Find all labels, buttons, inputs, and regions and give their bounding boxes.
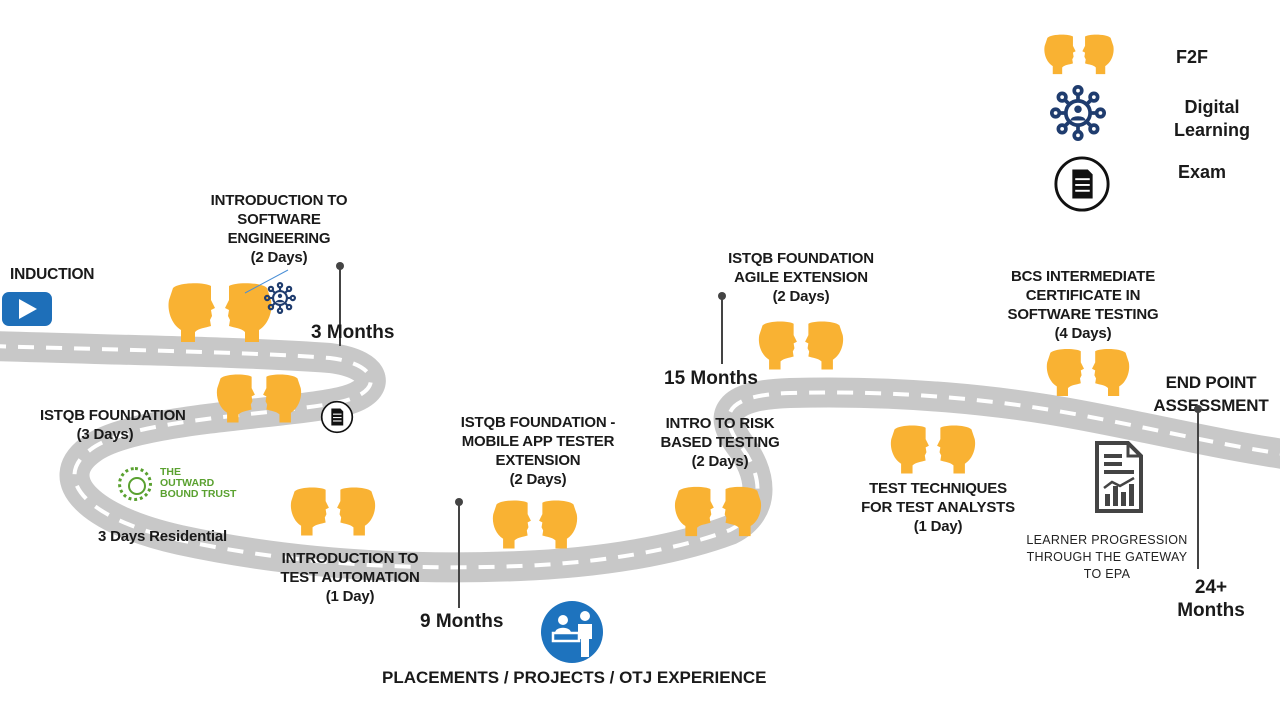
timeline-label-15-months: 15 Months [664, 368, 758, 389]
f2f-heads-icon [888, 423, 978, 475]
f2f-heads-icon [1042, 32, 1116, 76]
timeline-label-3-months: 3 Months [311, 322, 395, 343]
timeline-label-24-months: 24+ Months [1177, 577, 1245, 621]
f2f-heads-icon [672, 484, 764, 538]
report-document-icon [1095, 441, 1143, 513]
intro-software-engineering-label: INTRODUCTION TO SOFTWARE ENGINEERING (2 … [210, 192, 348, 266]
timeline-marker-line [1197, 409, 1199, 569]
placements-label: PLACEMENTS / PROJECTS / OTJ EXPERIENCE [382, 668, 767, 687]
f2f-heads-icon [288, 485, 378, 537]
timeline-marker-line [721, 296, 723, 364]
outward-bound-trust-logo: THE OUTWARD BOUND TRUST [116, 465, 246, 505]
induction-label: INDUCTION [10, 266, 95, 283]
exam-icon [320, 400, 354, 434]
outward-bound-text: THE [160, 466, 181, 478]
bcs-intermediate-label: BCS INTERMEDIATE CERTIFICATE IN SOFTWARE… [1007, 268, 1159, 342]
placements-icon [541, 601, 603, 663]
road-surface [0, 331, 1280, 583]
timeline-label-9-months: 9 Months [420, 611, 504, 632]
digital-learning-icon [264, 282, 296, 314]
outward-bound-emblem-icon [118, 467, 152, 501]
timeline-marker-line [458, 502, 460, 608]
istqb-agile-label: ISTQB FOUNDATION AGILE EXTENSION (2 Days… [728, 250, 874, 305]
legend-f2f-label: F2F [1176, 47, 1209, 67]
timeline-marker-line [339, 266, 341, 346]
legend-exam-label: Exam [1178, 162, 1227, 182]
residential-caption: 3 Days Residential [98, 528, 227, 545]
end-point-assessment-label: END POINT ASSESSMENT [1153, 373, 1269, 415]
intro-test-automation-label: INTRODUCTION TO TEST AUTOMATION (1 Day) [280, 550, 420, 605]
intro-risk-label: INTRO TO RISK BASED TESTING (2 Days) [660, 415, 780, 470]
digital-learning-icon [1050, 85, 1106, 141]
gateway-label: LEARNER PROGRESSION THROUGH THE GATEWAY … [1026, 533, 1188, 581]
connector-line [244, 269, 289, 294]
legend-digital-label: Digital Learning [1174, 97, 1251, 140]
istqb-foundation-label: ISTQB FOUNDATION (3 Days) [40, 407, 186, 443]
f2f-heads-icon [756, 318, 846, 372]
play-button-icon[interactable] [2, 292, 52, 326]
test-techniques-label: TEST TECHNIQUES FOR TEST ANALYSTS (1 Day… [861, 480, 1015, 535]
exam-icon [1053, 155, 1111, 213]
f2f-heads-icon [490, 497, 580, 551]
f2f-heads-icon [1044, 345, 1132, 399]
f2f-heads-icon [214, 372, 304, 424]
istqb-mobile-label: ISTQB FOUNDATION - MOBILE APP TESTER EXT… [460, 414, 616, 488]
